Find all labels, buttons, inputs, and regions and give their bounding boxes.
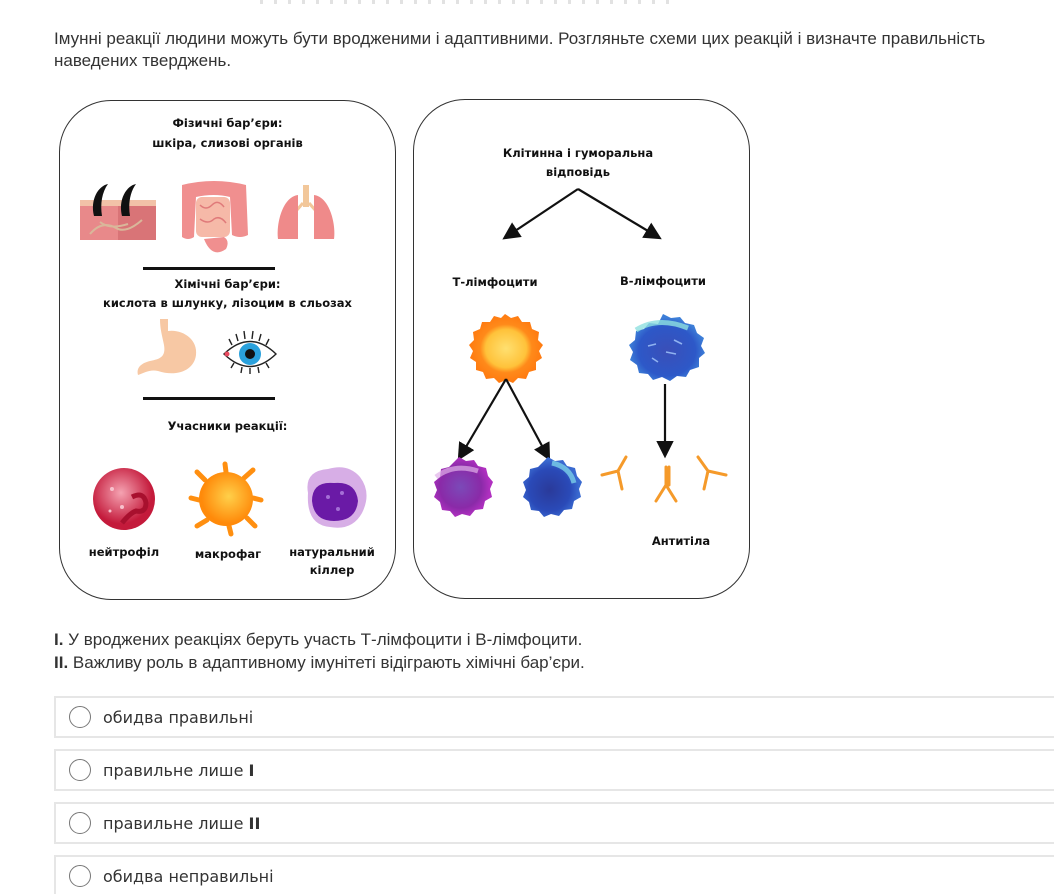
antibody-3 [696, 455, 728, 491]
divider-1 [143, 267, 275, 270]
intestine-icon [182, 181, 248, 253]
skin-icon [80, 184, 156, 240]
option-label: правильне лише I [103, 760, 255, 780]
antibodies-icon [600, 455, 728, 503]
option-both-correct[interactable]: обидва правильні [54, 696, 1054, 738]
lungs-icon [277, 185, 335, 239]
statements: I. У вроджених реакціях беруть участь Т-… [54, 628, 585, 674]
macrophage-icon [188, 461, 264, 537]
response-title-line2: відповідь [545, 165, 611, 179]
option-only-i-correct[interactable]: правильне лише I [54, 749, 1054, 791]
natural-killer-icon [307, 467, 367, 528]
t-lymphocyte-icon [469, 314, 543, 383]
response-title-line1: Клітинна і гуморальна [502, 146, 654, 160]
arrow-to-t-cells [502, 188, 579, 240]
radio-button[interactable] [69, 759, 91, 781]
radio-button[interactable] [69, 865, 91, 887]
b-cells-label: В-лімфоцити [620, 274, 706, 288]
statement-2-number: II. [54, 653, 69, 672]
statement-1-number: I. [54, 630, 64, 649]
arrow-to-t-cell-2 [505, 378, 551, 461]
option-only-ii-correct[interactable]: правильне лише II [54, 802, 1054, 844]
natural-killer-label-line2: кіллер [309, 563, 355, 577]
immune-diagram: Фізичні бар’єри: шкіра, слизові органів … [56, 97, 756, 605]
physical-barriers-subtitle: шкіра, слизові органів [152, 136, 303, 150]
macrophage-label: макрофаг [194, 547, 262, 561]
radio-button[interactable] [69, 706, 91, 728]
statement-1-text: У вроджених реакціях беруть участь Т-лім… [63, 630, 583, 649]
statement-2-text: Важливу роль в адаптивному імунітеті від… [68, 653, 585, 672]
t-effector-cell-blue-icon [523, 457, 582, 517]
antibody-2 [654, 465, 678, 503]
antibodies-label: Антитіла [651, 534, 711, 548]
statement-1: I. У вроджених реакціях беруть участь Т-… [54, 628, 585, 651]
option-label: обидва неправильні [103, 866, 274, 886]
option-both-incorrect[interactable]: обидва неправильні [54, 855, 1054, 894]
chemical-barriers-title: Хімічні бар’єри: [174, 277, 281, 291]
question-text: Імунні реакції людини можуть бути вродже… [54, 29, 986, 70]
t-cells-label: Т-лімфоцити [452, 275, 538, 289]
radio-button[interactable] [69, 812, 91, 834]
antibody-1 [600, 455, 628, 491]
top-arrows [502, 188, 662, 240]
statement-2: II. Важливу роль в адаптивному імунітеті… [54, 651, 585, 674]
chemical-barriers-subtitle: кислота в шлунку, лізоцим в сльозах [103, 296, 352, 310]
neutrophil-icon [93, 468, 155, 530]
stomach-icon [137, 319, 197, 375]
t-effector-cell-purple-icon [434, 457, 493, 517]
option-label: правильне лише II [103, 813, 261, 833]
cut-off-text-line [260, 0, 680, 4]
physical-barriers-title: Фізичні бар’єри: [172, 116, 283, 130]
arrow-to-t-cell-1 [457, 378, 507, 461]
b-lymphocyte-icon [629, 314, 705, 381]
eye-icon [222, 330, 278, 374]
divider-2 [143, 397, 275, 400]
option-label: обидва правильні [103, 707, 254, 727]
t-cell-arrows [457, 378, 551, 461]
b-cell-arrow [656, 384, 674, 459]
neutrophil-label: нейтрофіл [88, 545, 160, 559]
natural-killer-label-line1: натуральний [289, 545, 375, 559]
arrow-to-b-cells [577, 188, 662, 240]
participants-title: Учасники реакції: [167, 419, 288, 433]
